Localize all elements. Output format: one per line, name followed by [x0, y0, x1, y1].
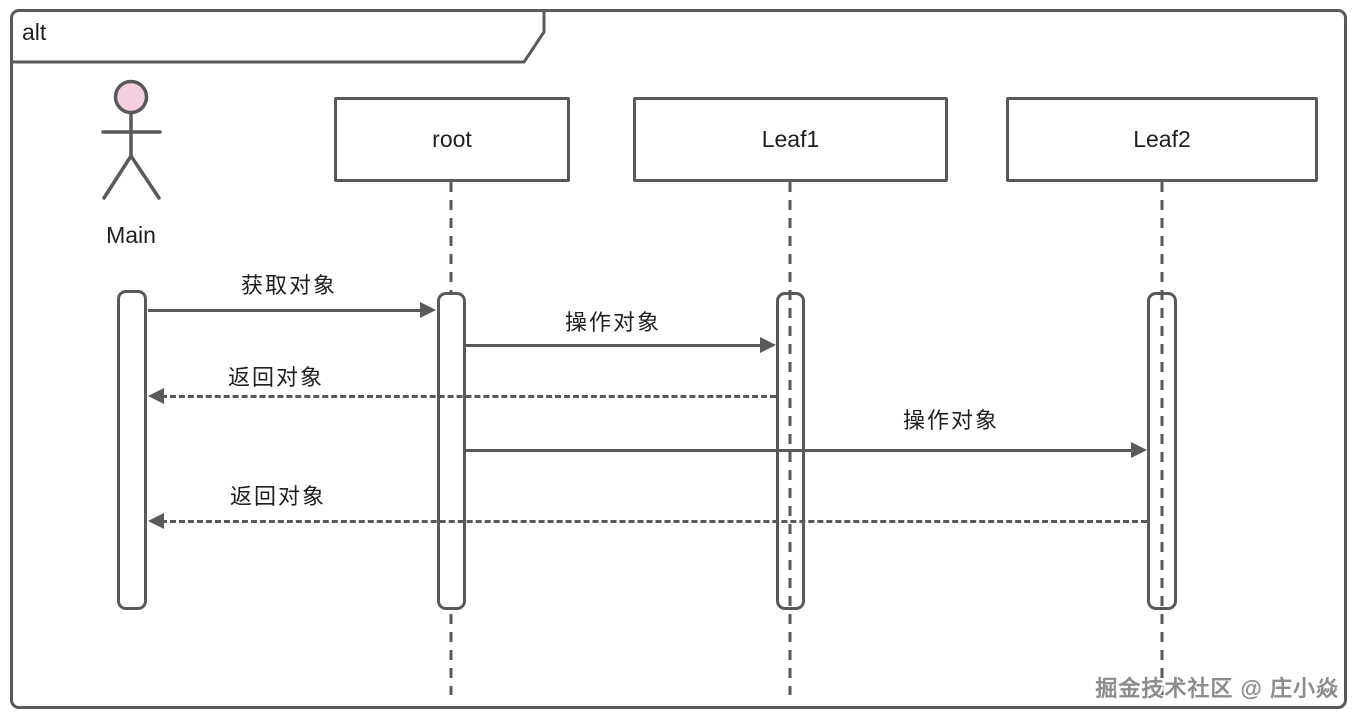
- arrow-shaft: [161, 520, 1147, 523]
- watermark: 掘金技术社区 @ 庄小焱: [1095, 676, 1339, 701]
- arrow-shaft: [466, 344, 763, 347]
- actor-icon: [101, 79, 162, 200]
- participant-leaf2-label: Leaf2: [1133, 126, 1191, 152]
- alt-fragment-frame: [10, 9, 1347, 709]
- participant-leaf1: Leaf1: [633, 97, 948, 182]
- activation-bar-main: [117, 290, 147, 610]
- participant-root: root: [334, 97, 570, 182]
- actor-leg-left: [102, 154, 133, 200]
- participant-root-label: root: [432, 126, 472, 152]
- arrowhead-left-icon: [148, 388, 164, 404]
- arrow-shaft: [161, 395, 776, 398]
- message-label-get-object: 获取对象: [240, 273, 338, 298]
- arrowhead-right-icon: [420, 302, 436, 318]
- message-label-return-leaf2: 返回对象: [229, 484, 327, 509]
- arrowhead-right-icon: [1131, 442, 1147, 458]
- frame-label-pentagon: [11, 9, 546, 64]
- activation-bar-leaf2: [1147, 292, 1177, 610]
- participant-leaf1-label: Leaf1: [761, 126, 820, 152]
- arrowhead-left-icon: [148, 513, 164, 529]
- activation-bar-root: [437, 292, 466, 610]
- frame-operator-label: alt: [22, 19, 47, 45]
- message-label-operate-leaf2: 操作对象: [902, 408, 1000, 433]
- arrow-shaft: [466, 449, 1134, 452]
- actor-name-label: Main: [106, 222, 156, 248]
- actor-head: [113, 79, 149, 115]
- message-label-operate-leaf1: 操作对象: [564, 310, 662, 335]
- arrowhead-right-icon: [760, 337, 776, 353]
- participant-leaf2: Leaf2: [1006, 97, 1318, 182]
- actor-leg-right: [129, 154, 161, 200]
- message-label-return-leaf1: 返回对象: [227, 365, 325, 390]
- arrow-shaft: [148, 309, 423, 312]
